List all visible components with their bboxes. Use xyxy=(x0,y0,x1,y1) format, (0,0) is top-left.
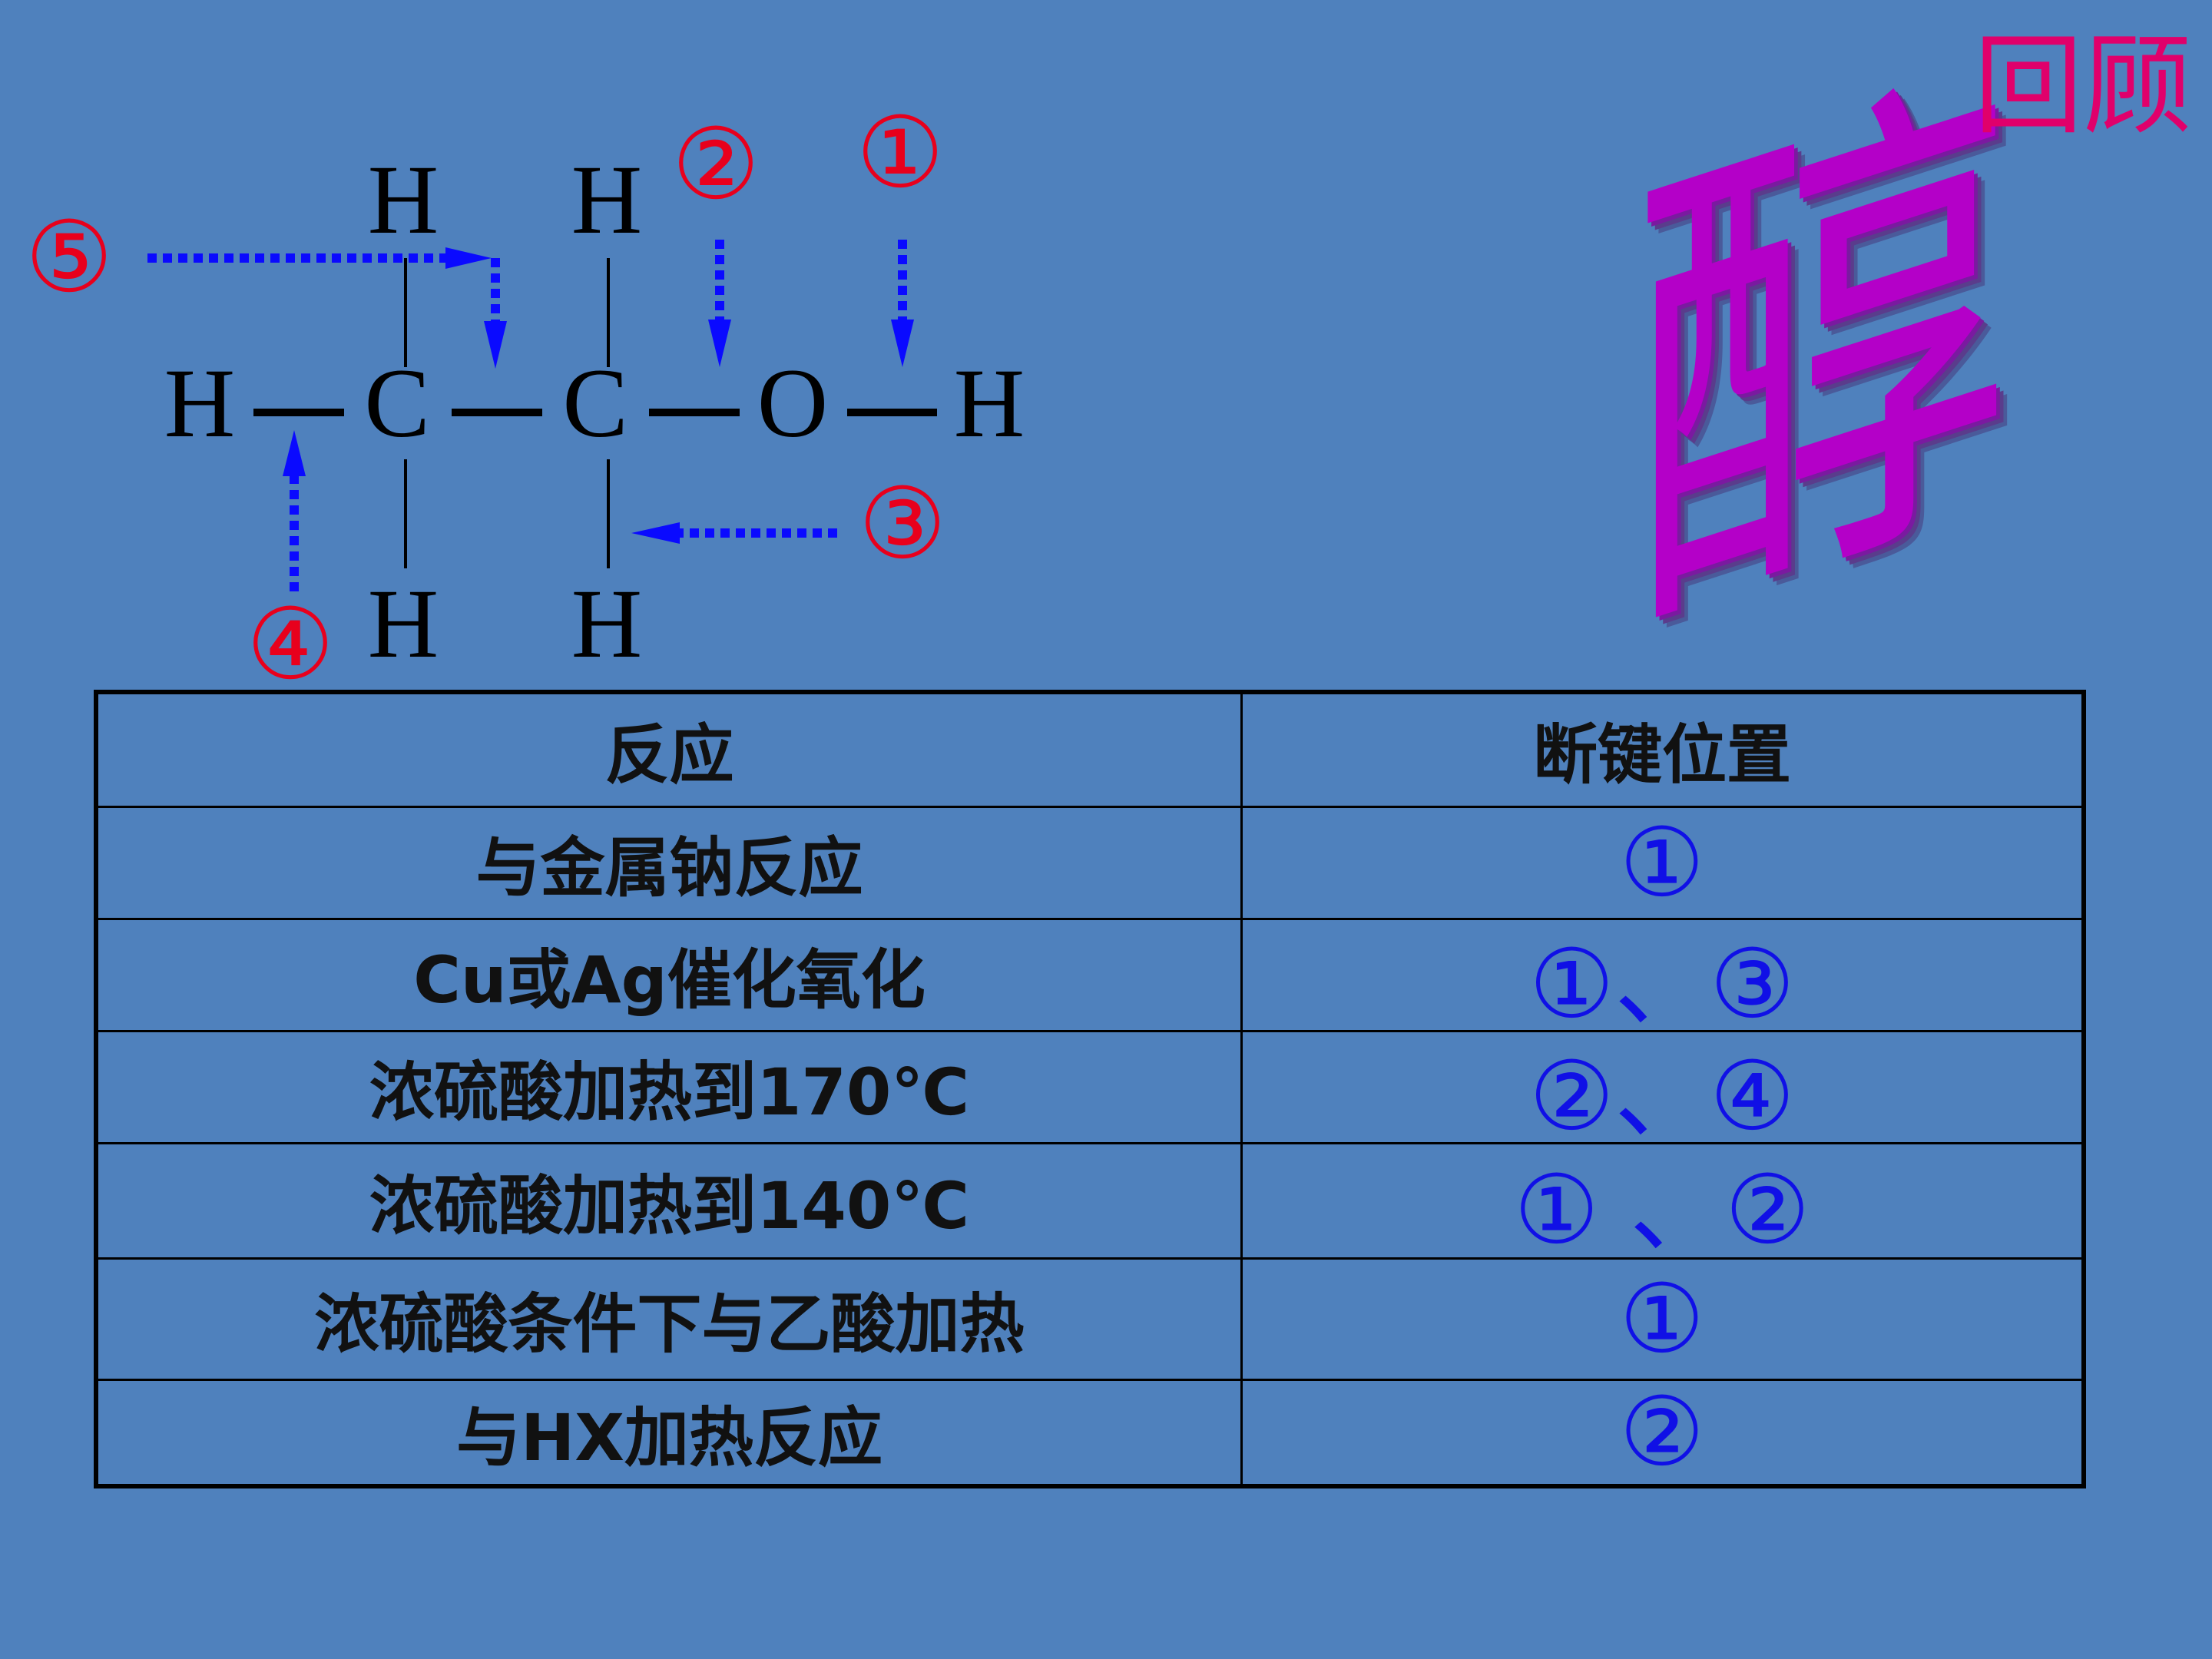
bond-cell: ① xyxy=(1619,808,1705,918)
reaction-cell: 浓硫酸加热到140℃ xyxy=(98,1144,1243,1257)
atom-c-1: C xyxy=(364,349,430,458)
table-row: 浓硫酸条件下与乙酸加热 ① xyxy=(98,1260,2081,1381)
table-row: 浓硫酸加热到140℃ ① 、② xyxy=(98,1144,2081,1260)
header-bond-position: 断键位置 xyxy=(1532,717,1791,793)
reaction-cell: 与HX加热反应 xyxy=(98,1381,1243,1484)
marker-1: ① xyxy=(856,96,945,210)
reaction-cell: Cu或Ag催化氧化 xyxy=(98,920,1243,1030)
header-reaction: 反应 xyxy=(98,694,1243,806)
arrow-3 xyxy=(631,522,837,544)
marker-2: ② xyxy=(671,108,760,222)
arrow-4 xyxy=(283,430,306,591)
arrow-1 xyxy=(891,240,914,367)
table-row: 浓硫酸加热到170℃ ②、④ xyxy=(98,1032,2081,1144)
bond-cell: ② xyxy=(1619,1381,1705,1484)
arrow-5 xyxy=(147,247,507,369)
bond-cell: ① 、② xyxy=(1514,1154,1810,1258)
marker-3: ③ xyxy=(858,467,947,581)
table-row: 与金属钠反应 ① xyxy=(98,808,2081,920)
bond-cell: ②、④ xyxy=(1528,1041,1796,1143)
table-row: Cu或Ag催化氧化 ①、③ xyxy=(98,920,2081,1032)
atom-h-left: H xyxy=(164,349,236,458)
table-header-row: 反应 断键位置 xyxy=(98,694,2081,808)
arrow-2 xyxy=(708,240,731,367)
marker-5: ⑤ xyxy=(25,200,114,315)
marker-4: ④ xyxy=(246,588,335,702)
atom-h-bottom-2: H xyxy=(571,569,643,678)
atom-c-2: C xyxy=(562,349,628,458)
bond-cell: ① xyxy=(1619,1263,1705,1375)
reaction-cell: 浓硫酸加热到170℃ xyxy=(98,1032,1243,1142)
reaction-cell: 与金属钠反应 xyxy=(98,808,1243,918)
atom-h-top-1: H xyxy=(367,145,439,254)
reaction-table: 反应 断键位置 与金属钠反应 ① Cu或Ag催化氧化 ①、③ 浓硫酸加热到170… xyxy=(94,690,2086,1488)
title-character: 醇 xyxy=(1628,8,2012,706)
review-label: 回顾 xyxy=(1974,23,2192,150)
atom-h-top-2: H xyxy=(571,145,643,254)
reaction-cell: 浓硫酸条件下与乙酸加热 xyxy=(98,1260,1243,1379)
atom-o: O xyxy=(757,349,829,458)
table-row: 与HX加热反应 ② xyxy=(98,1381,2081,1484)
atom-h-right: H xyxy=(953,349,1025,458)
atom-h-bottom-1: H xyxy=(367,569,439,678)
bond-cell: ①、③ xyxy=(1528,929,1796,1031)
